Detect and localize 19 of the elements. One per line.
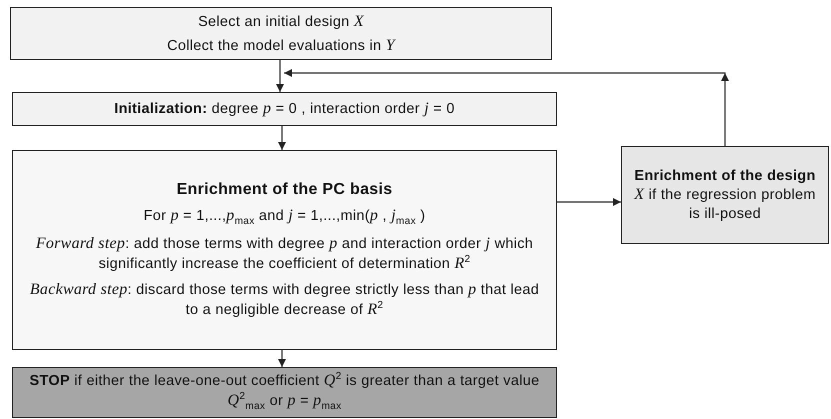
step-text: Initialization: degree p = 0 , interaction order j = 0 (114, 99, 455, 119)
arrow (284, 69, 729, 146)
arrow (278, 350, 286, 367)
stop-condition-text: STOP if either the leave-one-out coefficient Q$^{2}$ is greater than a target value Q$^{2}$$_{max}$ or p = p$_{max}$ (28, 371, 540, 414)
loop-range-text: For p = 1,...,p$_{max}$ and j = 1,...,min(p , j$_{max}$ ) (144, 206, 426, 228)
process-box (12, 150, 557, 350)
step-text: Enrichment of the design X if the regression problem is ill-posed (632, 166, 817, 224)
terminal-box (12, 367, 557, 418)
text-line: Select an initial design X (198, 12, 364, 32)
process-box (10, 7, 552, 60)
arrow (276, 60, 284, 92)
step-description: Backward step: discard those terms with degree strictly less than p that lead to a negligible decrease of R$^{2}$ (28, 280, 540, 320)
process-box (12, 92, 557, 126)
text-line: Collect the model evaluations in Y (167, 36, 395, 56)
arrow (557, 198, 621, 206)
box-heading: Enrichment of the PC basis (176, 180, 392, 200)
process-box (621, 146, 829, 244)
arrow (278, 126, 286, 150)
step-description: Forward step: add those terms with degree p and interaction order j which significantly increase the coefficient of determination R$^{2}$ (34, 234, 534, 274)
